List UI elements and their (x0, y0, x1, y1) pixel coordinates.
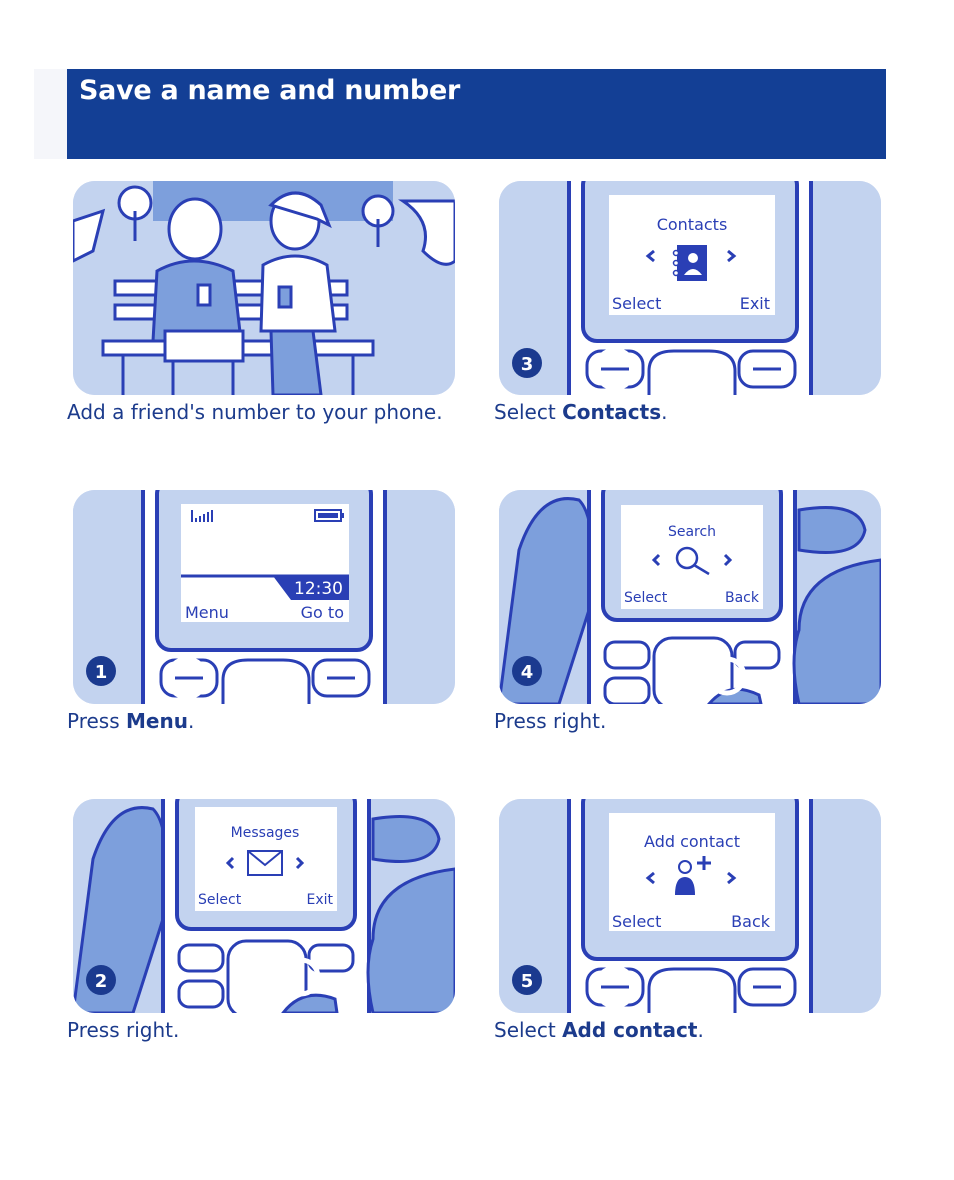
press-indicator-icon (593, 347, 637, 391)
softkey-right-label: Back (725, 590, 760, 606)
add-person-icon (675, 856, 711, 895)
step1-panel: 12:30 Menu Go to 1 (73, 490, 455, 704)
envelope-icon (247, 850, 283, 876)
softkey-right-label: Go to (301, 603, 344, 622)
step2-panel: Messages Select Exit 2 (73, 799, 455, 1013)
intro-illustration (73, 181, 455, 395)
softkey-left-label: Select (198, 892, 242, 908)
step1-caption: Press Menu. (67, 709, 195, 733)
clock-time: 12:30 (294, 579, 343, 599)
softkey-right-label: Back (731, 912, 771, 931)
page-header: Save a name and number (67, 69, 886, 159)
step-badge: 1 (95, 662, 108, 683)
step4-caption: Press right. (494, 709, 607, 733)
step2-caption: Press right. (67, 1018, 180, 1042)
person-right-icon (259, 191, 337, 395)
screen-title: Contacts (657, 215, 728, 234)
step5-caption: Select Add contact. (494, 1018, 704, 1042)
press-indicator-icon (707, 656, 747, 696)
press-indicator-icon (165, 656, 209, 700)
press-indicator-icon (593, 965, 637, 1009)
screen-title: Add contact (644, 832, 740, 851)
magnifier-icon (675, 546, 710, 576)
signal-icon (191, 510, 213, 522)
arrow-right-icon (727, 249, 737, 263)
tree-right-icon (361, 194, 455, 266)
arrow-left-icon (645, 249, 655, 263)
step-badge: 4 (521, 662, 534, 683)
step4-panel: Search Select Back 4 (499, 490, 881, 704)
step-badge: 3 (521, 354, 534, 375)
step5-panel: Add contact Select Back 5 (499, 799, 881, 1013)
step3-panel: Contacts Select Exit 3 (499, 181, 881, 395)
person-left-icon (151, 197, 245, 395)
page-title: Save a name and number (79, 75, 460, 106)
softkey-left-label: Select (612, 912, 661, 931)
intro-caption: Add a friend's number to your phone. (67, 400, 443, 424)
tree-left-icon (73, 185, 153, 263)
softkey-right-label: Exit (740, 294, 770, 313)
softkey-left-label: Select (612, 294, 661, 313)
softkey-left-label: Menu (185, 603, 229, 622)
step-badge: 2 (95, 971, 108, 992)
step3-caption: Select Contacts. (494, 400, 668, 424)
side-strip (34, 69, 67, 159)
softkey-left-label: Select (624, 590, 668, 606)
battery-icon (314, 509, 344, 522)
contacts-book-icon (672, 245, 707, 281)
screen-title: Messages (231, 825, 300, 841)
step-badge: 5 (521, 971, 534, 992)
screen-title: Search (668, 524, 716, 540)
softkey-right-label: Exit (306, 892, 333, 908)
press-indicator-icon (281, 957, 321, 997)
